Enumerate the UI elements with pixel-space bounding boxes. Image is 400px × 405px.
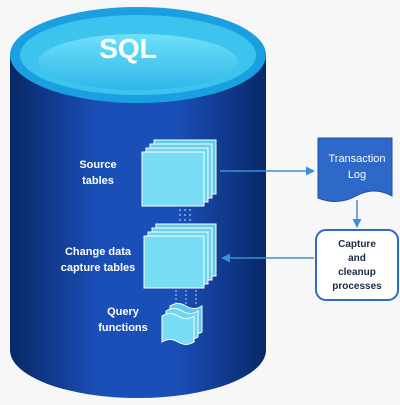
- transaction-log-label-line1: Transaction: [328, 153, 385, 165]
- sql-title: SQL: [99, 33, 157, 64]
- cylinder-body: [10, 55, 266, 398]
- cylinder-top-inner: [38, 34, 238, 90]
- dotted-connector: [179, 209, 191, 221]
- transaction-log-node: Transaction Log: [317, 137, 393, 202]
- query-functions-label-line1: Query: [107, 306, 140, 318]
- capture-process-node: Capture and cleanup processes: [315, 229, 399, 301]
- source-tables-icon: [141, 139, 217, 207]
- capture-label-line4: processes: [332, 281, 382, 292]
- change-data-tables-icon: [143, 223, 217, 289]
- change-data-label-line2: capture tables: [61, 262, 136, 274]
- capture-label-line2: and: [348, 253, 366, 264]
- transaction-log-label-line2: Log: [348, 169, 366, 181]
- source-tables-label-line2: tables: [82, 175, 114, 187]
- capture-label-line3: cleanup: [338, 267, 376, 278]
- capture-label-line1: Capture: [338, 239, 376, 250]
- query-functions-label-line2: functions: [98, 322, 148, 334]
- flow-arrows: [220, 166, 362, 263]
- database-cylinder: SQL: [10, 7, 266, 398]
- query-functions-icon: [161, 303, 203, 345]
- source-tables-label-line1: Source: [79, 159, 116, 171]
- change-data-label-line1: Change data: [65, 246, 132, 258]
